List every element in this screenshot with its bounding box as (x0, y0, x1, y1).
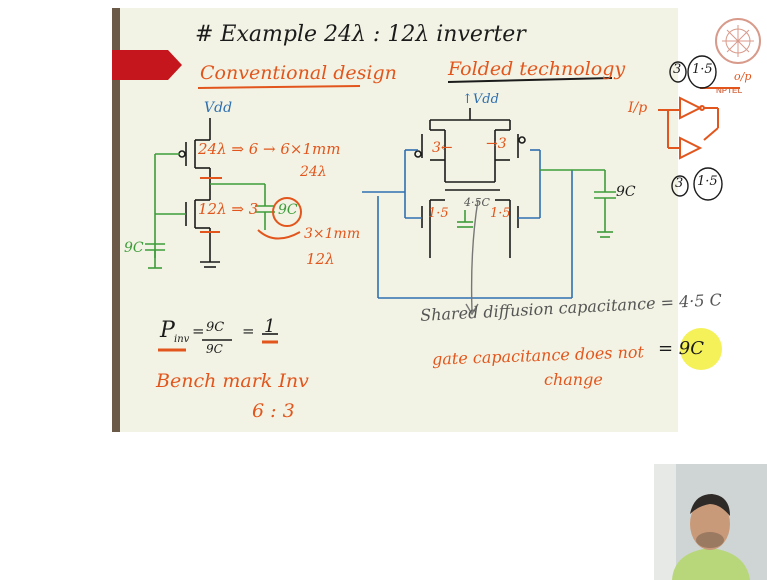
folded-p-right: →3 (486, 136, 507, 152)
nmos-note: 3×1mm (304, 226, 361, 242)
left-vdd-label: Vdd (204, 100, 233, 116)
formula-eq2: = (242, 322, 255, 340)
slide-left-border (112, 8, 120, 432)
benchmark-ratio: 6 : 3 (252, 400, 295, 422)
formula-eq1: = (192, 322, 205, 340)
bookmark-flag-icon (112, 50, 182, 80)
formula-lhs: P (160, 318, 175, 343)
right-vdd-label: ↑Vdd (462, 92, 499, 107)
folded-n-mid: 4·5C (464, 196, 490, 209)
corner-output-label: o/p (734, 70, 752, 83)
folded-heading: Folded technology (448, 58, 626, 80)
nptel-logo-icon (715, 18, 761, 64)
logo-text: NPTEL (716, 86, 743, 95)
folded-p-left: 3← (432, 140, 453, 156)
folded-n-right: 1·5 (490, 206, 511, 221)
slide-title: # Example 24λ : 12λ inverter (195, 22, 526, 47)
formula-lhs-sub: inv (174, 334, 190, 345)
nmos-sub-label: 12λ (306, 250, 335, 268)
corner-bot-b: 1·5 (697, 174, 718, 189)
corner-input-label: I/p (628, 100, 648, 116)
conventional-heading: Conventional design (200, 62, 397, 84)
left-input-cap: 9C (124, 240, 144, 256)
cursor-highlight (680, 328, 722, 370)
left-load-cap: 9C (278, 202, 298, 218)
presenter-webcam (654, 464, 767, 580)
formula-result: 1 (264, 316, 276, 337)
gate-cap-eq: = 9C (658, 338, 705, 359)
corner-top-a: 3 (673, 62, 682, 77)
corner-bot-a: 3 (675, 176, 684, 191)
nmos-size-label: 12λ ⇒ 3 (198, 200, 259, 218)
presenter-figure-icon (654, 464, 767, 580)
folded-n-left: 1·5 (428, 206, 449, 221)
pmos-sub-label: 24λ (300, 164, 327, 180)
formula-den: 9C (206, 342, 223, 356)
formula-num: 9C (206, 320, 225, 335)
folded-load-cap: 9C (616, 184, 636, 200)
corner-top-b: 1·5 (692, 62, 713, 77)
gate-cap-line2: change (544, 370, 603, 389)
benchmark-label: Bench mark Inv (156, 370, 309, 392)
pmos-size-label: 24λ ⇒ 6 → 6×1mm (198, 140, 341, 158)
